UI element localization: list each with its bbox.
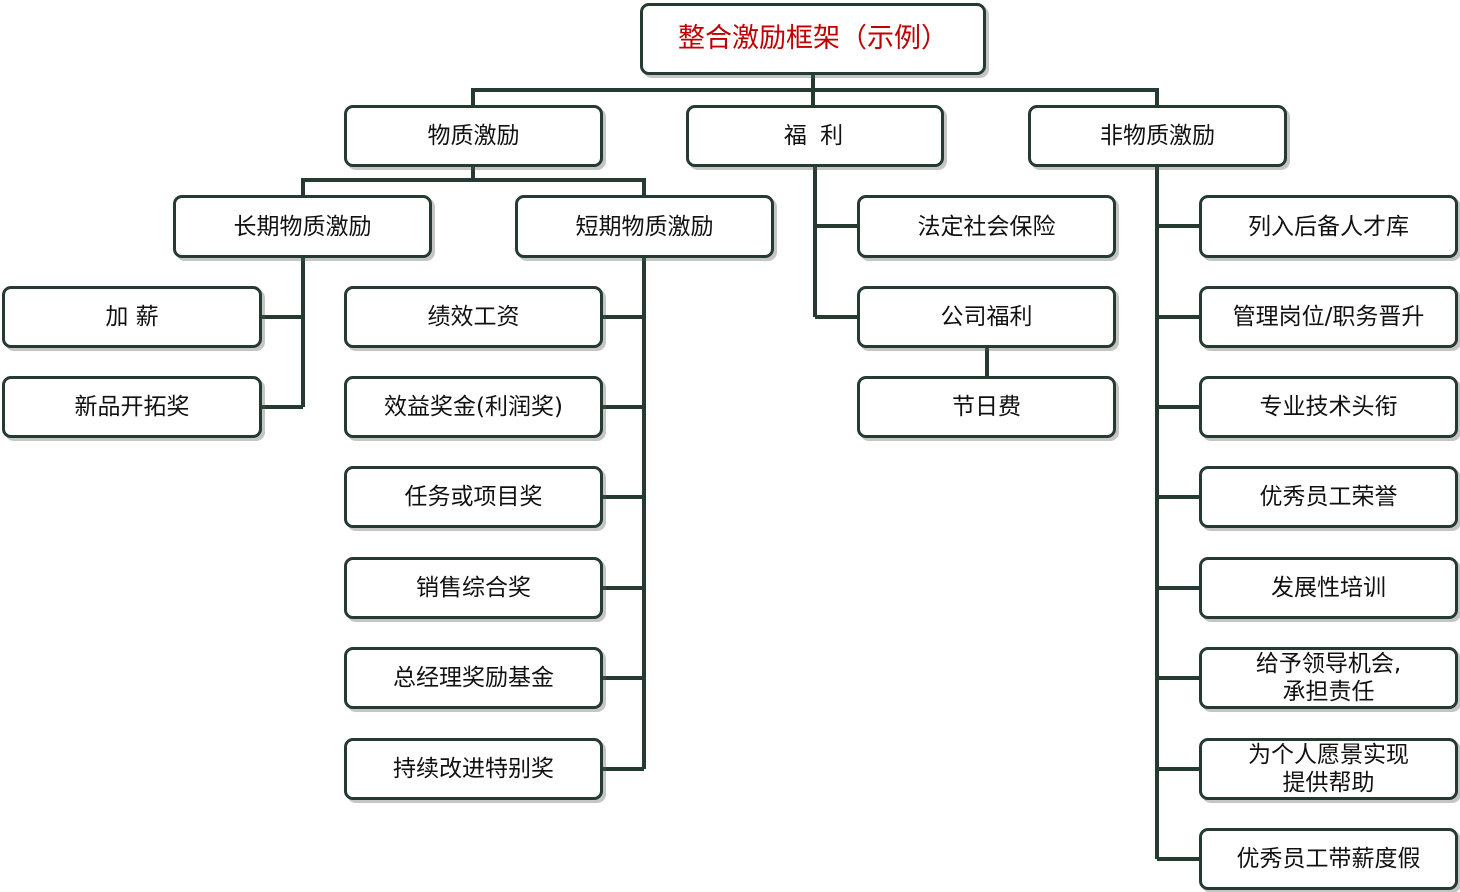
root-node: 整合激励框架（示例）: [640, 3, 986, 75]
short-term-item: 持续改进特别奖: [344, 738, 603, 800]
non-material-item: 发展性培训: [1199, 557, 1458, 619]
non-material-item: 管理岗位/职务晋升: [1199, 286, 1458, 348]
welfare-item: 公司福利: [857, 286, 1116, 348]
long-term-material-node: 长期物质激励: [173, 195, 432, 258]
non-material-item: 优秀员工荣誉: [1199, 466, 1458, 528]
non-material-item: 专业技术头衔: [1199, 376, 1458, 438]
short-term-item: 销售综合奖: [344, 557, 603, 619]
non-material-incentive-node: 非物质激励: [1028, 105, 1287, 167]
welfare-sub-item: 节日费: [857, 376, 1116, 438]
short-term-item: 绩效工资: [344, 286, 603, 348]
non-material-item: 列入后备人才库: [1199, 195, 1458, 258]
short-term-item: 任务或项目奖: [344, 466, 603, 528]
welfare-node: 福 利: [686, 105, 944, 167]
long-term-item: 加 薪: [2, 286, 262, 348]
non-material-item: 为个人愿景实现 提供帮助: [1199, 738, 1458, 800]
short-term-item: 总经理奖励基金: [344, 647, 603, 709]
welfare-item: 法定社会保险: [857, 195, 1116, 258]
non-material-item: 给予领导机会, 承担责任: [1199, 647, 1458, 709]
short-term-material-node: 短期物质激励: [515, 195, 774, 258]
long-term-item: 新品开拓奖: [2, 376, 262, 438]
non-material-item: 优秀员工带薪度假: [1199, 828, 1458, 890]
material-incentive-node: 物质激励: [344, 105, 603, 167]
short-term-item: 效益奖金(利润奖): [344, 376, 603, 438]
